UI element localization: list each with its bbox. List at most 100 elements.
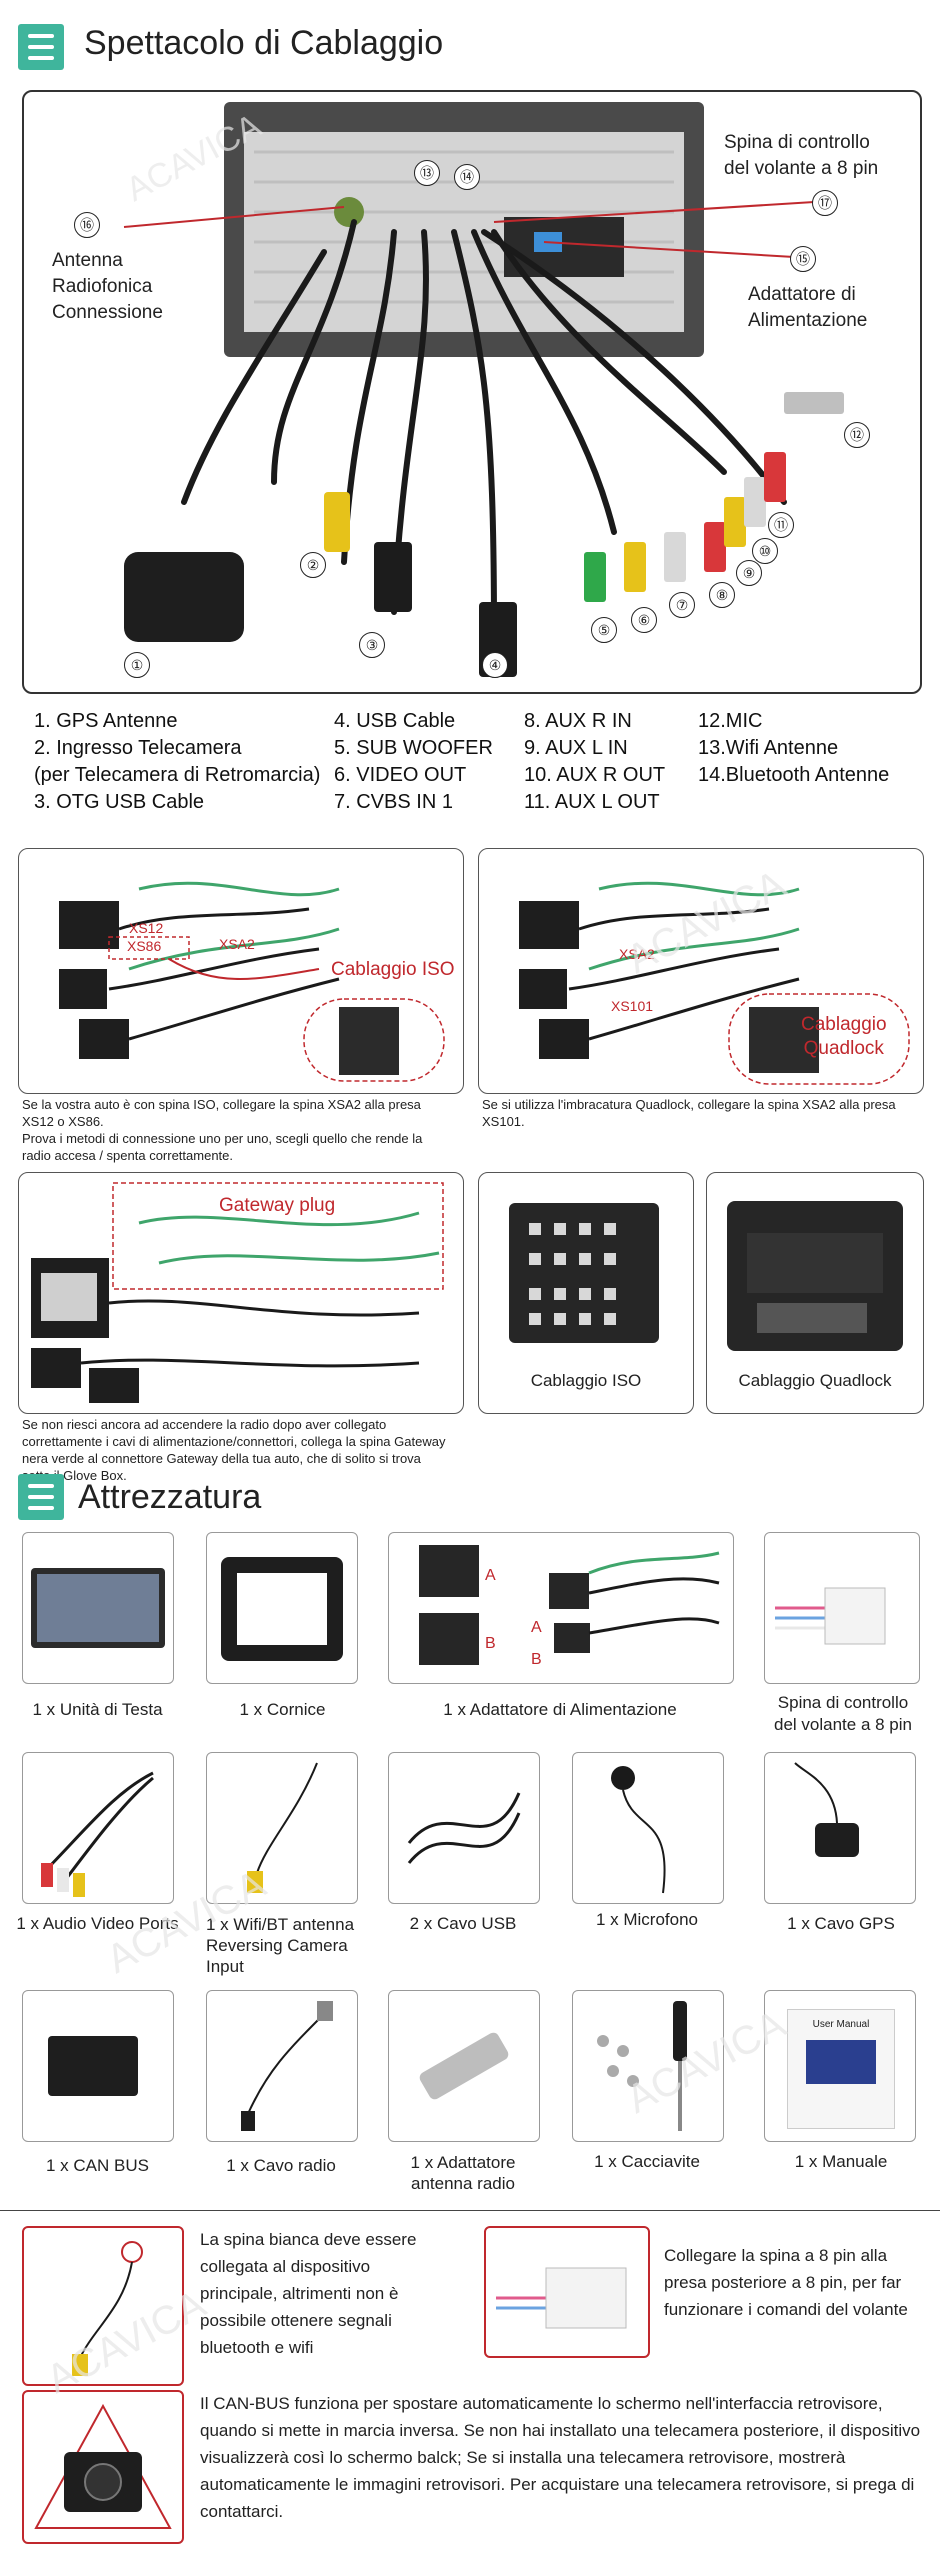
gateway-diagram-panel: Gateway plug: [18, 1172, 464, 1414]
legend-item: 1. GPS Antenne: [34, 710, 178, 732]
legend-item: 13.Wifi Antenne: [698, 737, 839, 759]
canbus-note: Il CAN-BUS funziona per spostare automat…: [200, 2394, 921, 2521]
equipment-title: Attrezzatura: [78, 1478, 262, 1516]
legend-item: 8. AUX R IN: [524, 710, 632, 732]
section-list-icon: [18, 24, 64, 70]
wiring-harness-illustration: ACAVICA: [120, 102, 844, 677]
tag-xs101: XS101: [611, 998, 654, 1014]
callout-15: ⑮: [790, 246, 816, 272]
tag-a: A: [531, 1619, 542, 1636]
tag-a: A: [485, 1567, 496, 1584]
microphone-tile: [572, 1752, 724, 1904]
quadlock-connector-illustration: [727, 1201, 903, 1351]
quadlock-harness-label: Cablaggio Quadlock: [801, 1014, 887, 1059]
legend-item: 2. Ingresso Telecamera: [34, 737, 242, 759]
wifi-bt-antenna-tile: [206, 1752, 358, 1904]
item-label: 1 x Audio Video Ports: [16, 1914, 179, 1933]
item-label: 1 x CAN BUS: [46, 2156, 149, 2175]
item-label: 1 x Cavo radio: [226, 2156, 336, 2175]
frame-image: [221, 1557, 343, 1661]
wifi-bt-antenna-image: [247, 1762, 318, 1893]
callout-7: ⑦: [669, 592, 695, 618]
callout-1: ①: [124, 652, 150, 678]
canbus-image: [48, 2036, 138, 2096]
iso-diagram-panel: XS12 XS86 XSA2 Cablaggio ISO: [18, 848, 464, 1094]
callout-12: ⑫: [844, 422, 870, 448]
item-label: 1 x Manuale: [794, 2152, 888, 2171]
frame-tile: [206, 1532, 358, 1684]
callout-11: ⑪: [768, 512, 794, 538]
av-ports-tile: [22, 1752, 174, 1904]
iso-instruction: Se la vostra auto è con spina ISO, colle…: [22, 1097, 423, 1163]
antenna-adapter-tile: [388, 1990, 540, 2142]
legend-item: 6. VIDEO OUT: [334, 764, 467, 786]
antenna-connection-label: Antenna Radiofonica Connessione: [52, 250, 163, 323]
manual-cover-title: User Manual: [812, 2019, 870, 2030]
tag-b: B: [485, 1635, 496, 1652]
item-label: 1 x Cavo GPS: [787, 1914, 895, 1933]
white-plug-note: La spina bianca deve essere collegata al…: [200, 2230, 417, 2357]
eight-pin-note: Collegare la spina a 8 pin alla presa po…: [664, 2246, 908, 2319]
wiring-photo-panel: ACAVICA Antenna Radiofonica Connessione …: [22, 90, 922, 694]
manual-image: User Manual: [787, 2009, 895, 2129]
head-unit-image: [31, 1568, 165, 1648]
item-label: 1 x Microfono: [595, 1910, 699, 1929]
callout-2: ②: [300, 552, 326, 578]
callout-4: ④: [482, 652, 508, 678]
canbus-tile: [22, 1990, 174, 2142]
callout-5: ⑤: [591, 617, 617, 643]
gateway-plug-label: Gateway plug: [219, 1195, 336, 1216]
callout-17: ⑰: [812, 190, 838, 216]
quadlock-connector-panel: Cablaggio Quadlock: [706, 1172, 924, 1414]
quadlock-diagram-panel: XSA2 XS101 Cablaggio Quadlock: [478, 848, 924, 1094]
callout-6: ⑥: [631, 607, 657, 633]
microphone-image: [611, 1766, 666, 1894]
tag-xs12: XS12: [129, 920, 164, 936]
callout-14: ⑭: [454, 164, 480, 190]
legend-item: 9. AUX L IN: [524, 737, 628, 759]
legend-item: 3. OTG USB Cable: [34, 791, 205, 813]
legend-item: 14.Bluetooth Antenne: [698, 764, 890, 786]
eight-pin-photo: [484, 2226, 650, 2358]
iso-harness-label: Cablaggio ISO: [331, 959, 455, 980]
tag-b: B: [531, 1651, 542, 1668]
tag-xs86: XS86: [127, 938, 162, 954]
callout-16: ⑯: [74, 212, 100, 238]
antenna-adapter-image: [419, 2032, 509, 2100]
gateway-harness-illustration: [31, 1182, 444, 1403]
item-label: Spina di controllo del volante a 8 pin: [774, 1693, 912, 1734]
callout-9: ⑨: [736, 560, 762, 586]
tag-xsa2: XSA2: [619, 946, 655, 962]
item-label: 1 x Adattatore antenna radio: [410, 2153, 516, 2193]
head-unit-tile: [22, 1532, 174, 1684]
power-adapter-label: Adattatore di Alimentazione: [748, 284, 868, 331]
legend-item: 10. AUX R OUT: [524, 764, 666, 786]
manual-cover-picture: [806, 2040, 876, 2084]
av-ports-image: [41, 1771, 154, 1897]
white-plug-image: [72, 2241, 143, 2376]
item-label: 1 x Wifi/BT antenna Reversing Camera Inp…: [206, 1915, 355, 1976]
iso-connector-illustration: [509, 1203, 659, 1343]
callout-13: ⑬: [414, 160, 440, 186]
steering-control-label: Spina di controllo del volante a 8 pin: [724, 132, 879, 179]
eight-pin-image: [496, 2267, 627, 2329]
white-plug-photo: [22, 2226, 184, 2386]
item-label: 1 x Cacciavite: [594, 2152, 700, 2171]
rear-camera-image: [34, 2403, 172, 2529]
quadlock-instruction: Se si utilizza l'imbracatura Quadlock, c…: [482, 1097, 896, 1129]
power-adapter-tile: A B A B: [388, 1532, 734, 1684]
quadlock-harness-illustration: [519, 881, 910, 1085]
gps-cable-tile: [764, 1752, 916, 1904]
quadlock-connector-caption: Cablaggio Quadlock: [738, 1371, 892, 1390]
iso-harness-illustration: [59, 881, 445, 1082]
screwdriver-image: [597, 2001, 687, 2131]
steering-plug-tile: [764, 1532, 920, 1684]
callout-8: ⑧: [709, 582, 735, 608]
legend-item: 5. SUB WOOFER: [334, 737, 493, 759]
camera-photo: [22, 2390, 184, 2544]
usb-cable-image: [407, 1792, 521, 1864]
item-label: 1 x Adattatore di Alimentazione: [443, 1700, 677, 1719]
callout-3: ③: [359, 632, 385, 658]
iso-connector-caption: Cablaggio ISO: [530, 1371, 642, 1390]
tag-xsa2: XSA2: [219, 936, 255, 952]
